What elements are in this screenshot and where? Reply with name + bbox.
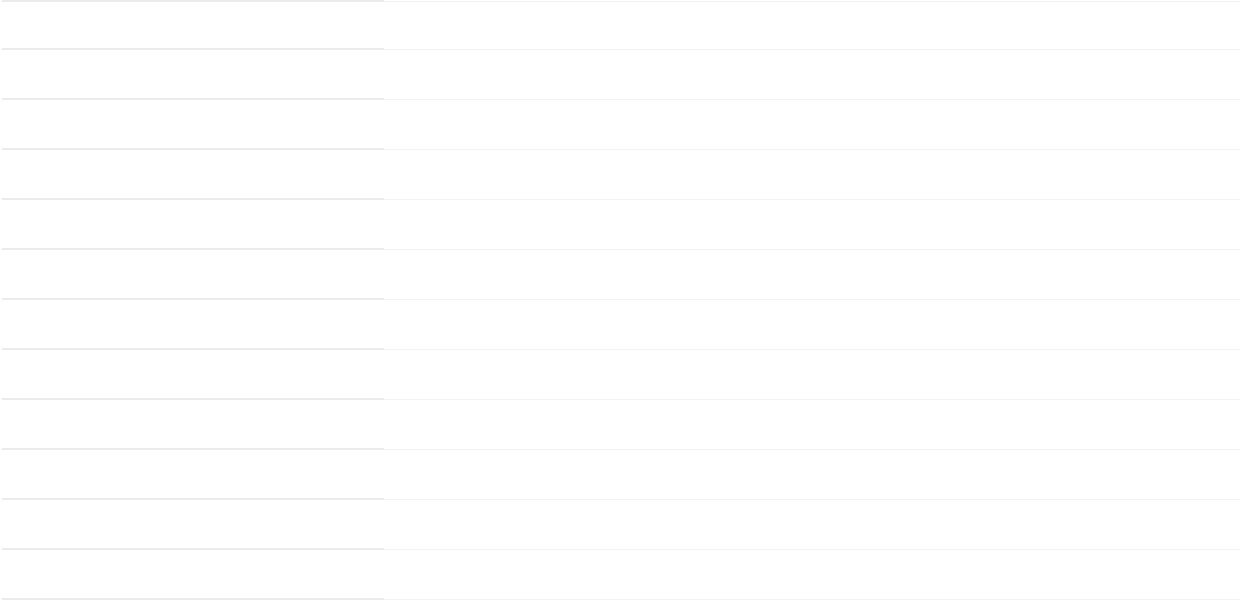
row-value-cell [384, 250, 1240, 299]
row-value-cell [384, 150, 1240, 199]
row-divider-left [2, 48, 384, 50]
row-label-cell [2, 250, 384, 298]
row-label-cell [2, 300, 384, 348]
row-divider-left [2, 398, 384, 400]
table-row [2, 550, 1240, 600]
row-label-cell [2, 200, 384, 248]
row-value-cell [384, 100, 1240, 149]
table-row [2, 250, 1240, 300]
row-label-cell [2, 0, 384, 48]
table-row [2, 50, 1240, 100]
row-value-cell [384, 400, 1240, 449]
row-divider-right [384, 399, 1240, 400]
row-divider-right [384, 599, 1240, 600]
row-value-cell [384, 550, 1240, 599]
table-row [2, 150, 1240, 200]
row-value-cell [384, 300, 1240, 349]
table-row [2, 200, 1240, 250]
table-row [2, 100, 1240, 150]
table-row [2, 300, 1240, 350]
table-top-border-left [2, 0, 384, 2]
table-top-border-right [384, 1, 1240, 2]
row-divider-left [2, 198, 384, 200]
row-divider-left [2, 248, 384, 250]
row-divider-right [384, 249, 1240, 250]
row-divider-right [384, 299, 1240, 300]
row-label-cell [2, 50, 384, 98]
row-value-cell [384, 200, 1240, 249]
row-divider-left [2, 148, 384, 150]
row-label-cell [2, 150, 384, 198]
table-row [2, 350, 1240, 400]
row-divider-right [384, 99, 1240, 100]
row-value-cell [384, 450, 1240, 499]
row-value-cell [384, 350, 1240, 399]
table-row [2, 0, 1240, 50]
row-divider-right [384, 49, 1240, 50]
table-row [2, 400, 1240, 450]
row-divider-right [384, 199, 1240, 200]
row-divider-left [2, 98, 384, 100]
row-label-cell [2, 450, 384, 498]
row-label-cell [2, 400, 384, 448]
row-label-cell [2, 350, 384, 398]
row-label-cell [2, 100, 384, 148]
row-divider-left [2, 598, 384, 600]
table-row [2, 450, 1240, 500]
row-value-cell [384, 0, 1240, 49]
row-divider-left [2, 448, 384, 450]
row-divider-left [2, 548, 384, 550]
row-divider-right [384, 149, 1240, 150]
row-label-cell [2, 500, 384, 548]
row-divider-left [2, 498, 384, 500]
row-divider-right [384, 449, 1240, 450]
row-divider-right [384, 499, 1240, 500]
row-value-cell [384, 50, 1240, 99]
row-divider-left [2, 348, 384, 350]
table-row [2, 500, 1240, 550]
row-value-cell [384, 500, 1240, 549]
row-divider-right [384, 349, 1240, 350]
row-label-cell [2, 550, 384, 598]
row-divider-left [2, 298, 384, 300]
row-divider-right [384, 549, 1240, 550]
